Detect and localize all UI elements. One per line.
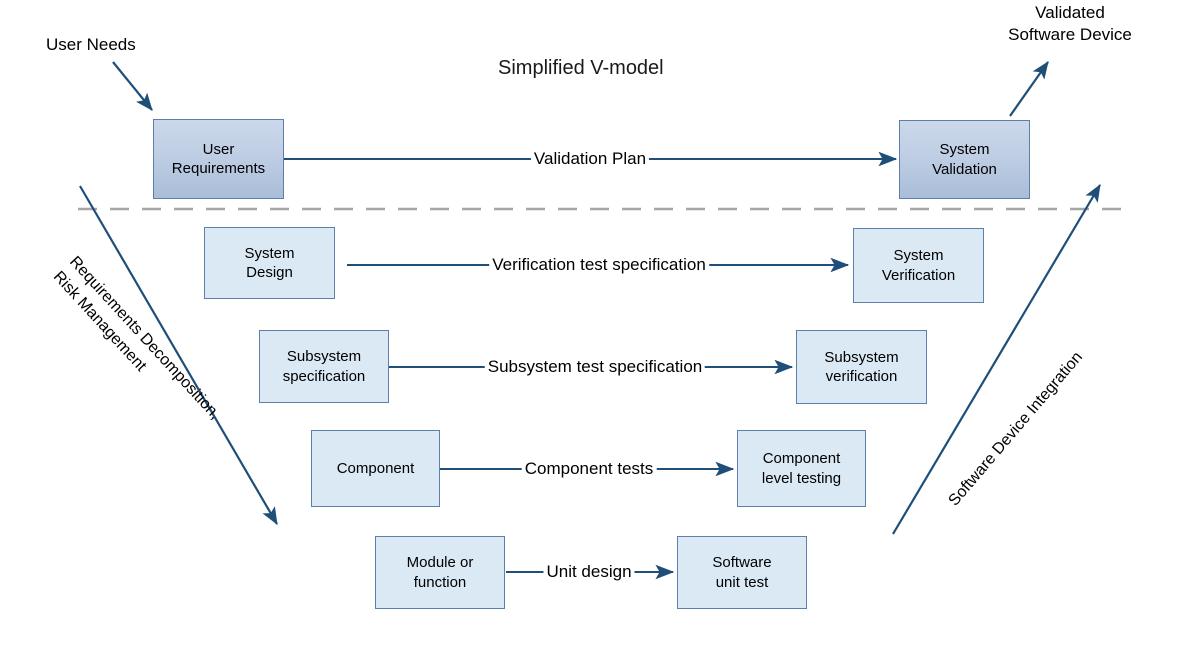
connector-label-unit-design: Unit design (543, 562, 635, 582)
node-component[interactable]: Component (311, 430, 440, 507)
page-title: Simplified V-model (498, 57, 664, 79)
connector-label-validation-plan: Validation Plan (530, 149, 650, 169)
node-system-design[interactable]: System Design (204, 227, 335, 299)
software-device-integration-label: Software Device Integration (945, 348, 1087, 510)
node-system-validation[interactable]: System Validation (899, 120, 1030, 199)
validated-device-arrow (1009, 61, 1049, 117)
node-subsystem-specification[interactable]: Subsystem specification (259, 330, 389, 403)
node-software-unit-test[interactable]: Software unit test (677, 536, 807, 609)
user-needs-label: User Needs (46, 35, 136, 54)
node-user-requirements[interactable]: User Requirements (153, 119, 284, 199)
connector-label-component-tests: Component tests (521, 459, 657, 479)
node-subsystem-verification[interactable]: Subsystem verification (796, 330, 927, 404)
connector-label-subsystem-test-specification: Subsystem test specification (484, 357, 706, 377)
validated-software-device-label: Validated Software Device (1008, 3, 1132, 45)
node-component-level-testing[interactable]: Component level testing (737, 430, 866, 507)
connector-label-verification-test-specification: Verification test specification (489, 255, 709, 275)
requirements-decomposition-label: Requirements Decomposition, Risk Managem… (50, 253, 224, 423)
node-system-verification[interactable]: System Verification (853, 228, 984, 303)
node-module-or-function[interactable]: Module or function (375, 536, 505, 609)
user-needs-arrow (112, 61, 153, 111)
